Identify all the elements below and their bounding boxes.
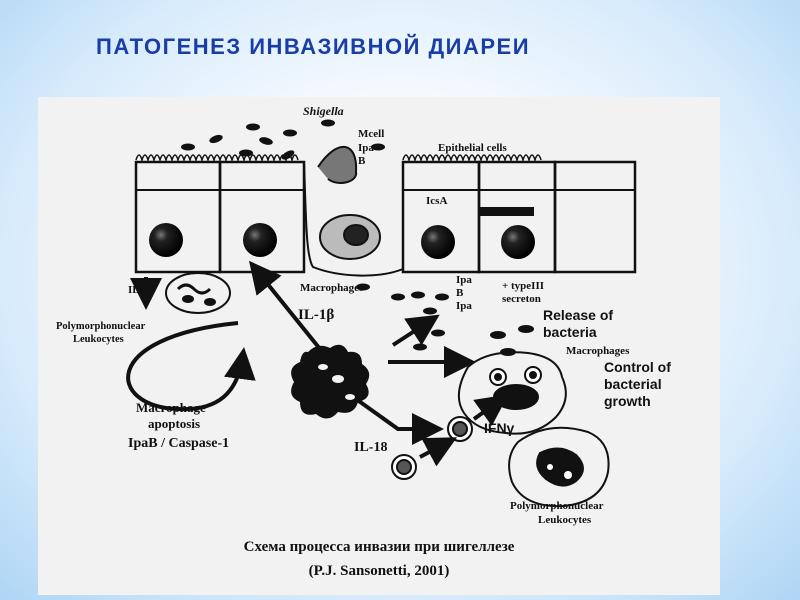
m-cell xyxy=(303,146,404,277)
ipa-b-ipa-3: Ipa xyxy=(456,300,472,312)
ipa-b-ipa-1: Ipa xyxy=(456,274,472,286)
il18-label: IL-18 xyxy=(354,440,387,455)
pathogenesis-diagram: Shigella Mcell Ipa B Epithelial cells Ic… xyxy=(56,104,671,526)
pmn-top-label-1: Polymorphonuclear xyxy=(56,321,146,332)
control-label-3: growth xyxy=(604,393,651,409)
nucleus xyxy=(421,225,455,259)
pathogenesis-figure: Shigella Mcell Ipa B Epithelial cells Ic… xyxy=(38,97,720,595)
ipa-b-ipa-2: B xyxy=(456,287,464,299)
figure-caption: Схема процесса инвазии при шигеллезе xyxy=(243,539,515,555)
nucleus xyxy=(149,223,183,257)
pmn-bottom-label-2: Leukocytes xyxy=(538,514,592,526)
apoptosis-label-2: apoptosis xyxy=(148,416,200,431)
apoptosis-label-3: IpaB / Caspase-1 xyxy=(128,436,229,451)
lymphocytes xyxy=(391,416,473,480)
b-label: B xyxy=(358,155,366,167)
nucleus xyxy=(501,225,535,259)
infected-cell-left xyxy=(165,272,231,314)
mcell-label: Mcell xyxy=(358,128,384,140)
pmn-top-label-2: Leukocytes xyxy=(73,334,124,345)
pmn-bottom-label-1: Polymorphonuclear xyxy=(510,500,604,512)
control-label-1: Control of xyxy=(604,359,671,375)
pmn-leukocyte xyxy=(508,426,610,508)
release-label-2: bacteria xyxy=(543,324,597,340)
microvilli xyxy=(135,154,542,163)
epithelial-label: Epithelial cells xyxy=(438,142,507,154)
figure-citation: (P.J. Sansonetti, 2001) xyxy=(308,563,450,579)
shigella-label: Shigella xyxy=(303,104,344,118)
macrophages-top-label: Macrophages xyxy=(300,282,364,294)
icsa-label: IcsA xyxy=(426,195,447,207)
control-label-2: bacterial xyxy=(604,376,662,392)
type3-label-2: secreton xyxy=(502,293,541,305)
apoptosis-label-1: Macrophage xyxy=(136,400,206,415)
icsa-actin-tail xyxy=(478,207,534,216)
infected-macrophage-cluster xyxy=(291,344,370,419)
slide-title: ПАТОГЕНЕЗ ИНВАЗИВНОЙ ДИАРЕИ xyxy=(96,34,531,59)
il8-label: IL-8 xyxy=(128,284,149,296)
ifng-label: IFNγ xyxy=(484,420,515,436)
release-label-1: Release of xyxy=(543,307,613,323)
arrows xyxy=(126,260,509,467)
type3-label-1: + typeIII xyxy=(502,280,544,292)
macrophages-mid-label: Macrophages xyxy=(566,345,630,357)
il1b-label: IL-1β xyxy=(298,307,334,323)
ipa-label: Ipa xyxy=(358,142,374,154)
nucleus xyxy=(243,223,277,257)
